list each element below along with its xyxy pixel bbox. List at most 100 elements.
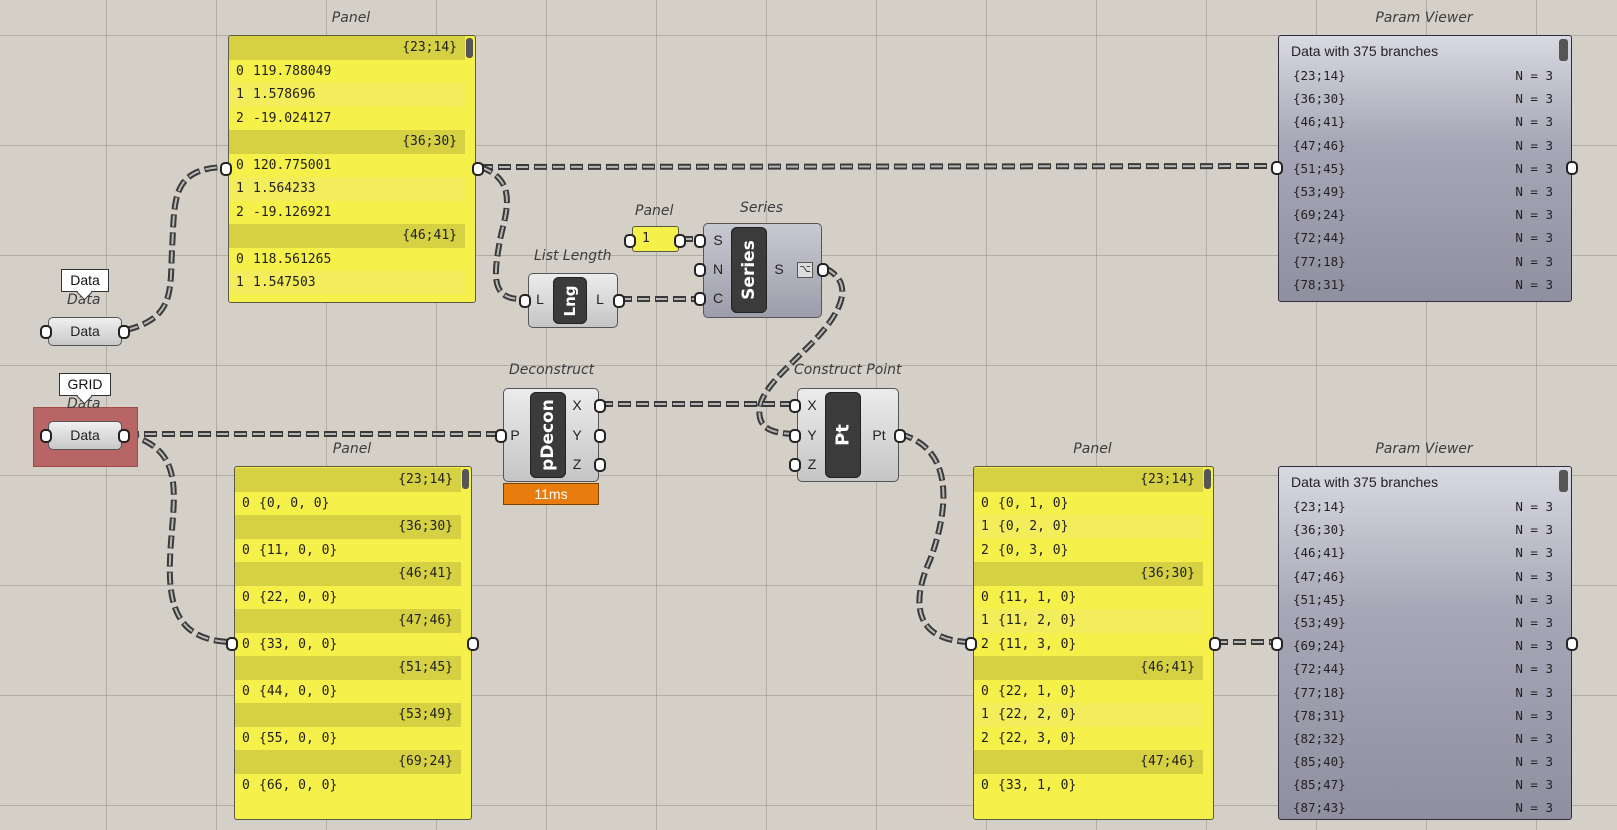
- connection-wire[interactable]: [479, 166, 524, 301]
- item-index: 0: [236, 157, 244, 173]
- branch-path-row: {23;14}: [974, 468, 1203, 492]
- branch-path-row: {51;45}: [235, 656, 461, 680]
- grid-tooltip-bubble: GRID: [59, 373, 111, 396]
- param-viewer-top[interactable]: Data with 375 branches {23;14}N = 3{36;3…: [1278, 35, 1572, 302]
- list-length-output-grip[interactable]: [613, 294, 625, 308]
- construct-input-z-grip[interactable]: [789, 458, 801, 472]
- connection-wire[interactable]: [479, 163, 1276, 170]
- series-input-n-grip[interactable]: [694, 263, 706, 277]
- data-param-grid[interactable]: Data: [48, 421, 122, 450]
- panel-bottom-right-output-grip[interactable]: [1209, 637, 1221, 651]
- branch-count: N = 3: [1515, 591, 1553, 607]
- item-value: {33, 0, 0}: [259, 636, 338, 652]
- panel-one-input-grip[interactable]: [624, 234, 636, 248]
- panel-one[interactable]: 1: [632, 226, 679, 252]
- panel-top-output-grip[interactable]: [472, 162, 484, 176]
- deconstruct-input-grip[interactable]: [495, 429, 507, 443]
- branch-count: N = 3: [1515, 707, 1553, 723]
- data1-output-grip[interactable]: [118, 325, 130, 339]
- item-index: 0: [242, 495, 250, 511]
- connection-wire[interactable]: [125, 166, 227, 331]
- panel-item-row: 2{22, 3, 0}: [974, 727, 1203, 751]
- graft-icon[interactable]: ⌥: [797, 262, 813, 278]
- item-index: 1: [981, 613, 989, 628]
- branch-count: N = 3: [1515, 800, 1553, 816]
- param-viewer-bottom[interactable]: Data with 375 branches {23;14}N = 3{36;3…: [1278, 466, 1572, 820]
- connection-wire[interactable]: [899, 433, 970, 643]
- connection-wire[interactable]: [125, 433, 231, 643]
- panel-top-input-grip[interactable]: [220, 162, 232, 176]
- item-index: 0: [981, 589, 989, 605]
- item-index: 0: [242, 730, 250, 746]
- viewer-scrollbar[interactable]: [1559, 470, 1568, 492]
- item-value: -19.126921: [253, 204, 332, 220]
- branch-path-row: {46;41}: [229, 224, 465, 248]
- list-length-core: Lng: [553, 277, 587, 324]
- construct-input-y-grip[interactable]: [789, 429, 801, 443]
- item-index: 2: [981, 730, 989, 746]
- branch-path-row: {23;14}: [235, 468, 461, 492]
- connection-wire[interactable]: [899, 431, 970, 645]
- panel-bottom-left-output-grip[interactable]: [467, 637, 479, 651]
- item-value: {22, 1, 0}: [998, 683, 1077, 699]
- series-input-s-grip[interactable]: [694, 234, 706, 248]
- deconstruct-output-z-grip[interactable]: [594, 458, 606, 472]
- panel-bottom-left[interactable]: {23;14}0{0, 0, 0}{36;30}0{11, 0, 0}{46;4…: [234, 466, 472, 820]
- data2-output-grip[interactable]: [118, 429, 130, 443]
- data2-input-grip[interactable]: [40, 429, 52, 443]
- deconstruct-title: Deconstruct: [509, 362, 595, 378]
- panel-one-output-grip[interactable]: [674, 234, 686, 248]
- connection-wire[interactable]: [478, 164, 524, 303]
- viewer-top-output-grip[interactable]: [1566, 161, 1578, 175]
- item-index: 1: [236, 275, 244, 290]
- construct-point-component[interactable]: X Y Z Pt Pt: [797, 388, 899, 482]
- viewer-top-input-grip[interactable]: [1271, 161, 1283, 175]
- viewer-bottom-output-grip[interactable]: [1566, 637, 1578, 651]
- construct-output-grip[interactable]: [894, 429, 906, 443]
- panel-top-title: Panel: [331, 10, 371, 26]
- panel-scrollbar[interactable]: [462, 469, 469, 489]
- list-length-component[interactable]: L Lng L: [528, 273, 618, 328]
- connection-wire[interactable]: [125, 431, 231, 645]
- connection-wire[interactable]: [479, 165, 1276, 168]
- branch-count: N = 3: [1515, 230, 1553, 246]
- branch-path: {85;47}: [1293, 777, 1346, 793]
- deconstruct-output-x-grip[interactable]: [594, 399, 606, 413]
- panel-item-row: 2{11, 3, 0}: [974, 633, 1203, 657]
- panel-bottom-right[interactable]: {23;14}0{0, 1, 0}1{0, 2, 0}2{0, 3, 0}{36…: [973, 466, 1214, 820]
- viewer-header: Data with 375 branches: [1291, 474, 1439, 490]
- item-index: 0: [242, 542, 250, 558]
- viewer-branch-row: {51;45}N = 3: [1279, 157, 1571, 180]
- branch-count: N = 3: [1515, 614, 1553, 630]
- item-index: 0: [242, 589, 250, 605]
- viewer-branch-row: {78;31} N = 3: [1279, 704, 1571, 727]
- panel-scrollbar[interactable]: [1204, 469, 1211, 489]
- viewer-branch-row: {47;46}N = 3: [1279, 134, 1571, 157]
- branch-count: N = 3: [1515, 684, 1553, 700]
- panel-bottom-left-input-grip[interactable]: [226, 637, 238, 651]
- panel-bottom-right-input-grip[interactable]: [965, 637, 977, 651]
- connection-wire[interactable]: [125, 164, 227, 333]
- branch-count: N = 3: [1515, 638, 1553, 654]
- item-index: 1: [981, 707, 989, 722]
- panel-scrollbar[interactable]: [466, 38, 473, 58]
- branch-path: {46;41}: [1293, 545, 1346, 561]
- series-output-label: S: [774, 261, 784, 277]
- deconstruct-component[interactable]: P pDecon X Y Z: [503, 388, 599, 482]
- deconstruct-output-y-grip[interactable]: [594, 429, 606, 443]
- list-length-input-grip[interactable]: [519, 294, 531, 308]
- construct-input-x-grip[interactable]: [789, 399, 801, 413]
- viewer-branch-row: {78;31}N = 3: [1279, 273, 1571, 296]
- series-output-grip[interactable]: [817, 263, 829, 277]
- branch-count: N = 3: [1515, 661, 1553, 677]
- viewer-scrollbar[interactable]: [1559, 39, 1568, 61]
- data-param-1[interactable]: Data: [48, 317, 122, 346]
- series-title: Series: [740, 200, 784, 216]
- branch-path: {53;49}: [1293, 183, 1346, 199]
- viewer-bottom-rows: {23;14}N = 3{36;30}N = 3{46;41}N = 3{47;…: [1279, 495, 1571, 819]
- data1-input-grip[interactable]: [40, 325, 52, 339]
- branch-path: {78;31}: [1293, 707, 1346, 723]
- viewer-bottom-input-grip[interactable]: [1271, 637, 1283, 651]
- series-input-c-grip[interactable]: [694, 292, 706, 306]
